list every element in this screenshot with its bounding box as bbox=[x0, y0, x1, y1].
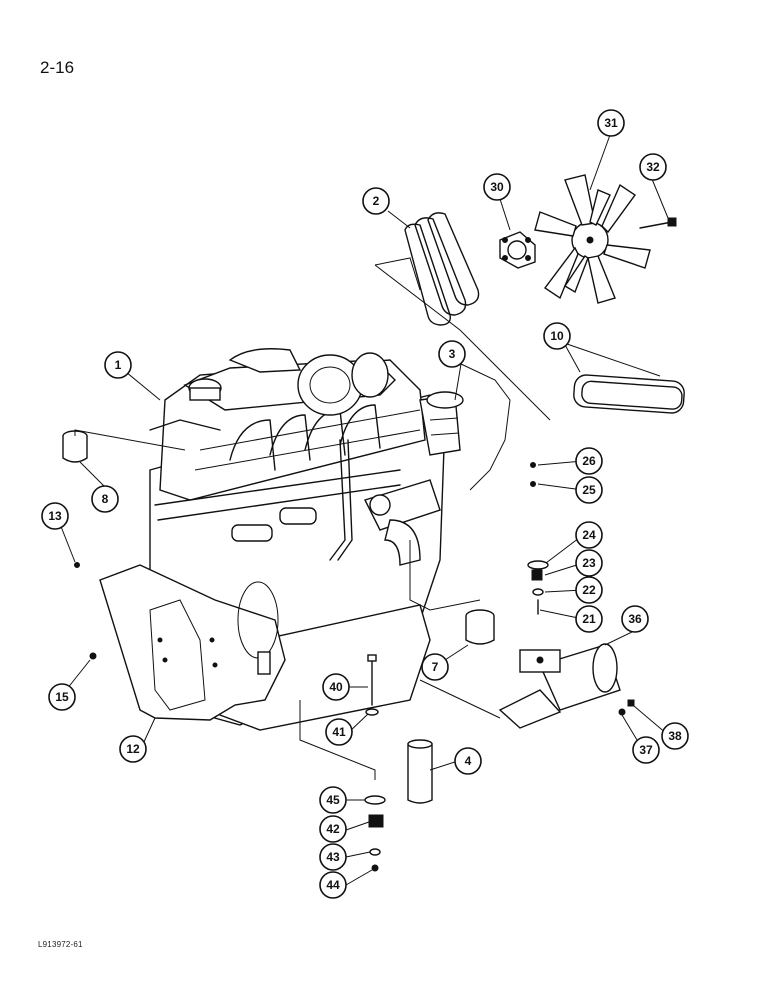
alternator-belt bbox=[573, 374, 685, 414]
svg-text:40: 40 bbox=[329, 680, 343, 694]
svg-text:42: 42 bbox=[326, 822, 340, 836]
callout-31: 31 bbox=[597, 109, 625, 137]
callout-7: 7 bbox=[421, 653, 449, 681]
callout-36: 36 bbox=[621, 605, 649, 633]
callout-8: 8 bbox=[91, 485, 119, 513]
svg-text:21: 21 bbox=[582, 612, 596, 626]
svg-text:43: 43 bbox=[326, 850, 340, 864]
svg-text:7: 7 bbox=[432, 660, 439, 674]
callout-24: 24 bbox=[575, 521, 603, 549]
callout-38: 38 bbox=[661, 722, 689, 750]
alternator bbox=[419, 391, 464, 456]
svg-text:37: 37 bbox=[639, 743, 653, 757]
svg-text:2: 2 bbox=[373, 194, 380, 208]
callout-45: 45 bbox=[319, 786, 347, 814]
callout-15: 15 bbox=[48, 683, 76, 711]
callout-22: 22 bbox=[575, 576, 603, 604]
figure-code: L913972-61 bbox=[38, 940, 83, 949]
svg-text:36: 36 bbox=[628, 612, 642, 626]
callout-1: 1 bbox=[104, 351, 132, 379]
svg-text:24: 24 bbox=[582, 528, 596, 542]
svg-text:3: 3 bbox=[449, 347, 456, 361]
fan-bolt bbox=[639, 217, 677, 229]
page-number: 2-16 bbox=[40, 58, 75, 77]
callout-41: 41 bbox=[325, 718, 353, 746]
callout-26: 26 bbox=[575, 447, 603, 475]
svg-text:26: 26 bbox=[582, 454, 596, 468]
callout-3: 3 bbox=[438, 340, 466, 368]
engine-block bbox=[99, 348, 446, 731]
svg-text:23: 23 bbox=[582, 556, 596, 570]
callout-23: 23 bbox=[575, 549, 603, 577]
svg-text:45: 45 bbox=[326, 793, 340, 807]
water-pump-pulley bbox=[499, 231, 536, 269]
svg-text:32: 32 bbox=[646, 160, 660, 174]
svg-text:1: 1 bbox=[115, 358, 122, 372]
callout-4: 4 bbox=[454, 747, 482, 775]
callout-42: 42 bbox=[319, 815, 347, 843]
cooling-fan bbox=[534, 174, 651, 304]
svg-text:13: 13 bbox=[48, 509, 62, 523]
callout-32: 32 bbox=[639, 153, 667, 181]
leader-lines bbox=[59, 134, 669, 886]
callout-2: 2 bbox=[362, 187, 390, 215]
callout-12: 12 bbox=[119, 735, 147, 763]
callout-10: 10 bbox=[543, 322, 571, 350]
svg-text:25: 25 bbox=[582, 483, 596, 497]
svg-text:4: 4 bbox=[465, 754, 472, 768]
svg-text:31: 31 bbox=[604, 116, 618, 130]
fan-belt bbox=[404, 212, 480, 326]
callout-44: 44 bbox=[319, 871, 347, 899]
callout-37: 37 bbox=[632, 736, 660, 764]
callout-40: 40 bbox=[322, 673, 350, 701]
svg-text:38: 38 bbox=[668, 729, 682, 743]
svg-text:10: 10 bbox=[550, 329, 564, 343]
callout-30: 30 bbox=[483, 173, 511, 201]
svg-text:22: 22 bbox=[582, 583, 596, 597]
svg-text:15: 15 bbox=[55, 690, 69, 704]
svg-text:12: 12 bbox=[126, 742, 140, 756]
svg-text:8: 8 bbox=[102, 492, 109, 506]
svg-text:44: 44 bbox=[326, 878, 340, 892]
bushing-7 bbox=[465, 609, 495, 645]
callout-21: 21 bbox=[575, 605, 603, 633]
starter-motor bbox=[498, 643, 621, 729]
svg-text:30: 30 bbox=[490, 180, 504, 194]
tube-4 bbox=[407, 739, 433, 804]
svg-text:41: 41 bbox=[332, 725, 346, 739]
callout-25: 25 bbox=[575, 476, 603, 504]
callout-43: 43 bbox=[319, 843, 347, 871]
callout-13: 13 bbox=[41, 502, 69, 530]
